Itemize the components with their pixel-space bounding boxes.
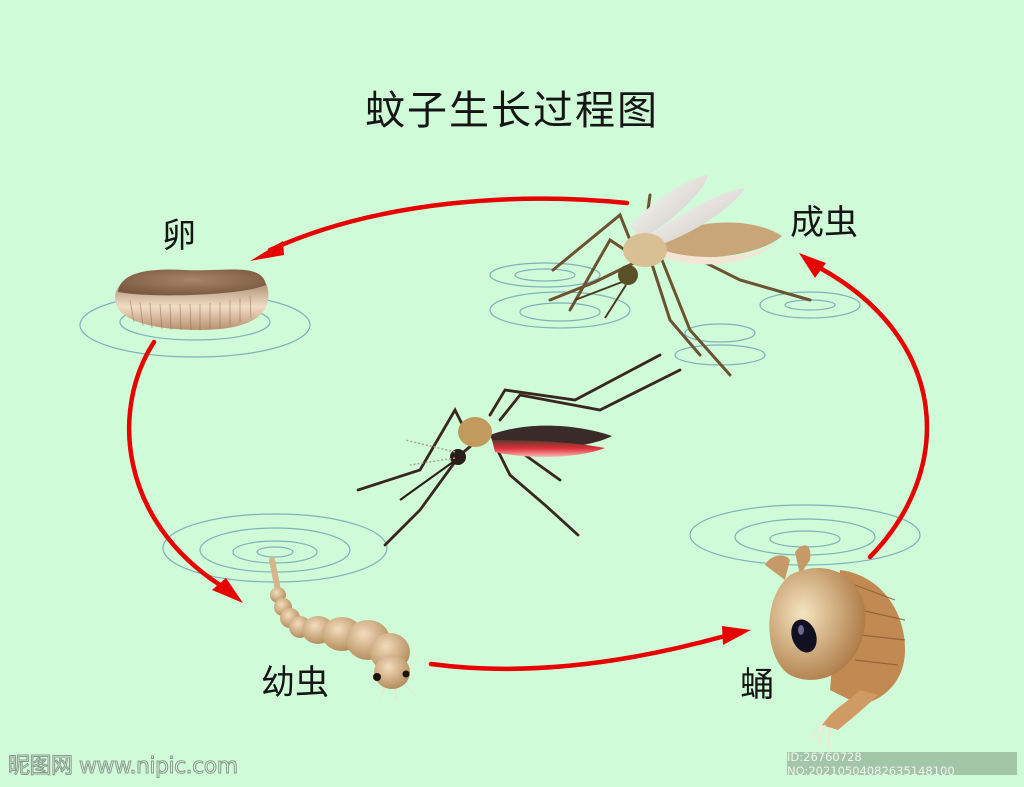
larva-icon — [269, 557, 421, 701]
diagram-title: 蚊子生长过程图 — [365, 88, 659, 134]
pupa-icon — [765, 545, 906, 749]
arrowhead-pupa — [722, 626, 751, 645]
stage-label-pupa: 蛹 — [740, 665, 774, 705]
stage-label-egg: 卵 — [162, 216, 196, 256]
egg-raft-icon — [115, 269, 269, 331]
stage-label-larva: 幼虫 — [261, 663, 329, 703]
arrowhead-egg — [250, 241, 284, 261]
arrow-larva-to-pupa — [428, 633, 728, 672]
cycle-arrows — [127, 196, 930, 672]
arrow-egg-to-larva — [127, 339, 223, 588]
watermark-id-badge: ID:26760728 NO:20210504082635148100 — [787, 749, 1017, 778]
biting-mosquito-icon — [356, 353, 682, 547]
watermark-id-text: ID:26760728 NO:20210504082635148100 — [787, 749, 955, 778]
arrow-adult-to-egg — [267, 196, 630, 253]
adult-mosquito-icon — [548, 175, 812, 377]
arrowhead-adult — [799, 253, 826, 278]
arrow-pupa-to-adult — [817, 265, 930, 560]
stage-label-adult: 成虫 — [790, 203, 858, 243]
watermark-site-logo: 昵图网 www.nipic.com — [8, 754, 239, 780]
arrowhead-larva — [212, 578, 243, 603]
